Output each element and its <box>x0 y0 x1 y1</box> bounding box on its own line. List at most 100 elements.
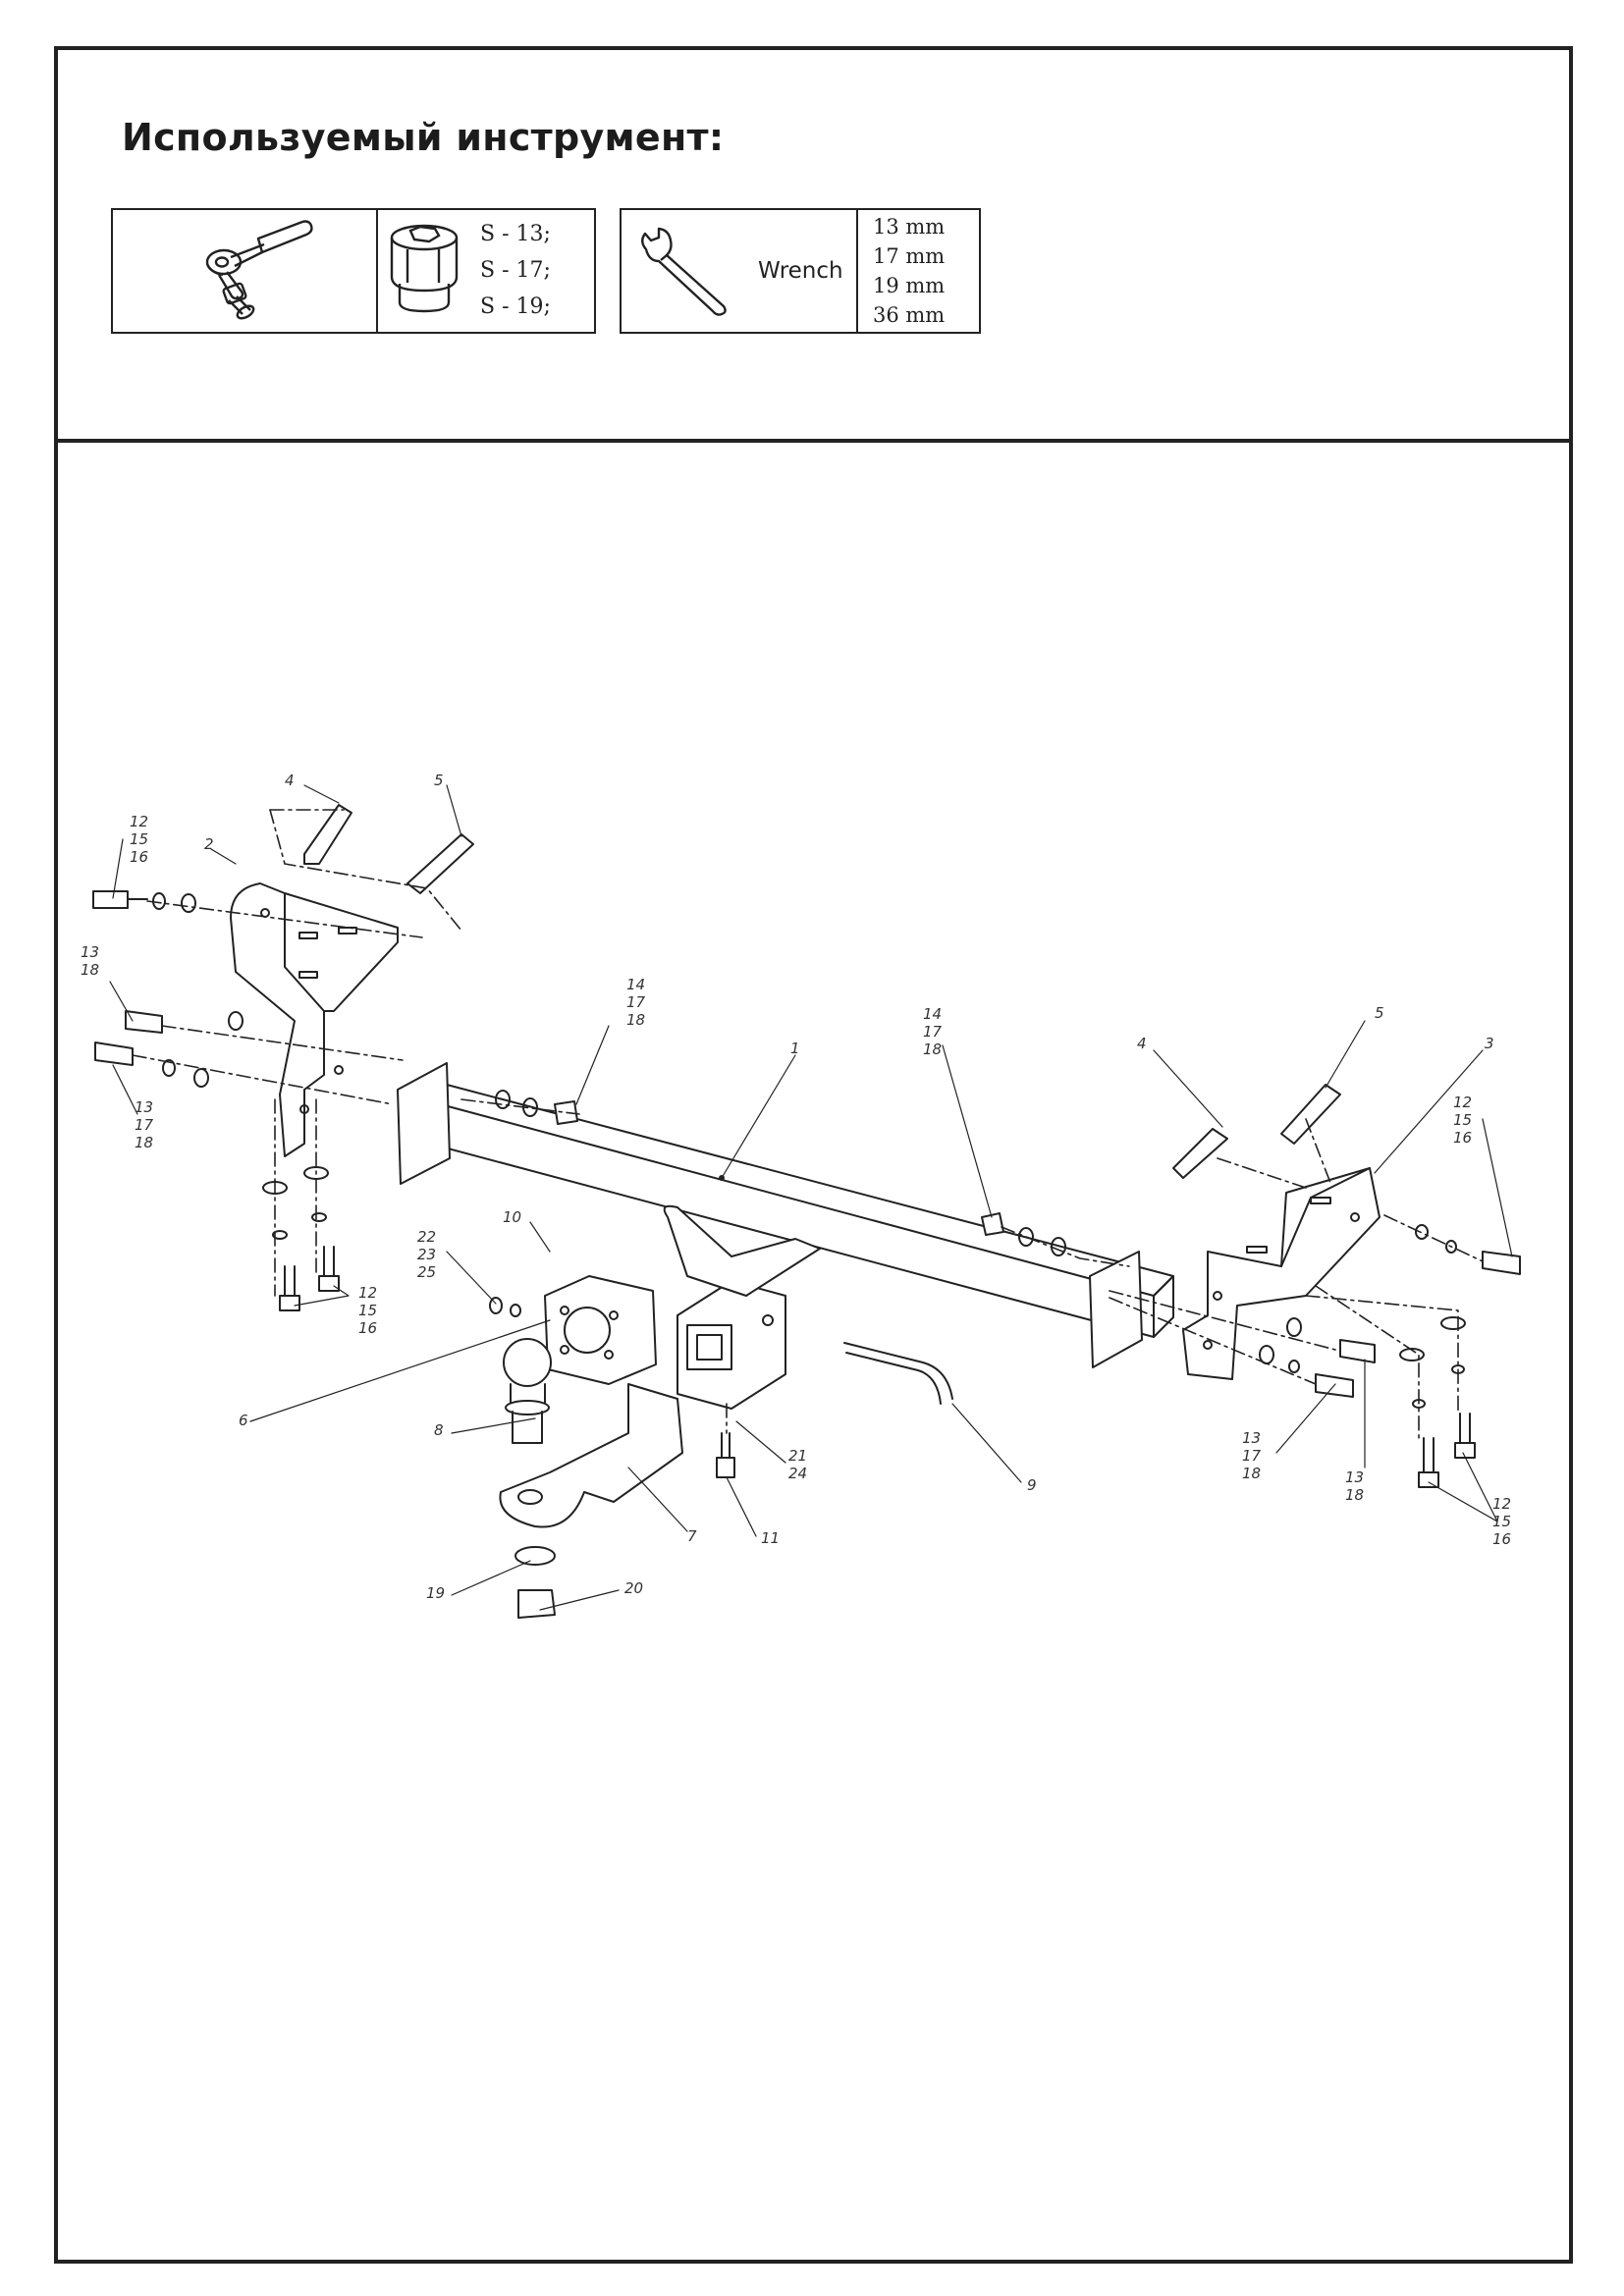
svg-text:16: 16 <box>1492 1530 1511 1548</box>
svg-text:13: 13 <box>1242 1429 1261 1447</box>
callout-10: 10 <box>503 1208 521 1226</box>
fasteners-left <box>92 890 578 1317</box>
svg-text:16: 16 <box>1453 1129 1472 1147</box>
svg-text:12: 12 <box>1453 1094 1472 1111</box>
wrench-sizes: 13 mm 17 mm 19 mm 36 mm <box>873 212 945 330</box>
callout-12-top-left: 12 15 16 <box>130 813 148 866</box>
svg-text:17: 17 <box>135 1116 154 1134</box>
callout-5b: 5 <box>1375 1004 1384 1022</box>
wrench-size-19: 19 mm <box>873 274 946 297</box>
right-bracket <box>1182 1167 1380 1380</box>
wrench-cell: Wrench <box>622 210 858 332</box>
svg-text:13: 13 <box>135 1098 153 1116</box>
plate-4-left <box>303 804 352 865</box>
callout-13-right-lower: 13 17 18 <box>1242 1429 1262 1482</box>
callout-1: 1 <box>790 1040 800 1057</box>
svg-text:18: 18 <box>135 1134 153 1151</box>
leader-lines <box>109 784 1513 1611</box>
svg-text:16: 16 <box>358 1319 377 1337</box>
svg-text:12: 12 <box>358 1284 377 1302</box>
crossbar <box>397 1062 1174 1368</box>
callout-6: 6 <box>239 1412 248 1429</box>
wrench-size-13: 13 mm <box>873 215 946 239</box>
svg-text:17: 17 <box>626 993 646 1011</box>
socket-sizes: S - 13; S - 17; S - 19; <box>480 216 551 325</box>
callout-12-bottom-right: 12 15 16 <box>1492 1495 1511 1548</box>
svg-text:13: 13 <box>81 943 99 961</box>
svg-text:18: 18 <box>1345 1486 1364 1504</box>
callout-4b: 4 <box>1137 1035 1147 1052</box>
page-frame <box>54 46 1573 2264</box>
callout-2: 2 <box>204 835 214 853</box>
callout-8: 8 <box>434 1421 444 1439</box>
svg-text:21: 21 <box>788 1447 807 1465</box>
svg-text:24: 24 <box>788 1465 807 1482</box>
callout-4a: 4 <box>285 772 295 789</box>
svg-text:18: 18 <box>626 1011 645 1029</box>
svg-text:18: 18 <box>923 1041 942 1058</box>
svg-text:18: 18 <box>81 961 99 979</box>
receiver-hitch <box>663 1204 821 1410</box>
wrench-size-17: 17 mm <box>873 244 946 268</box>
svg-text:13: 13 <box>1345 1468 1364 1486</box>
svg-text:15: 15 <box>358 1302 377 1319</box>
callout-labels: 1 2 3 4 4 5 5 6 7 8 9 10 11 19 20 12 15 … <box>81 772 1511 1602</box>
wrench-tools-table: Wrench 13 mm 17 mm 19 mm 36 mm <box>620 208 981 334</box>
wrench-label: Wrench <box>758 258 843 284</box>
callout-13-left-lower: 13 17 18 <box>135 1098 154 1151</box>
nut-20 <box>517 1589 556 1619</box>
plate-5-right <box>1280 1084 1341 1145</box>
wrench-size-36: 36 mm <box>873 303 946 327</box>
page-title: Используемый инструмент: <box>122 116 725 159</box>
section-divider <box>54 439 1573 443</box>
ratchet-wrench-icon <box>205 220 313 320</box>
svg-text:12: 12 <box>130 813 148 830</box>
socket-size-19: S - 19; <box>480 294 551 319</box>
svg-text:14: 14 <box>626 976 645 993</box>
fasteners-right <box>716 1212 1521 1488</box>
pin-9 <box>843 1342 953 1405</box>
svg-text:16: 16 <box>130 848 148 866</box>
plate-5-left <box>406 833 474 894</box>
callout-14-right: 14 17 18 <box>923 1005 943 1058</box>
ratchet-cell <box>113 210 378 332</box>
callout-9: 9 <box>1027 1476 1037 1494</box>
socket-plate <box>544 1275 657 1385</box>
socket-cell: S - 13; S - 17; S - 19; <box>378 210 594 332</box>
left-bracket <box>230 882 399 1157</box>
callout-12-bottom-left: 12 15 16 <box>358 1284 377 1337</box>
svg-text:25: 25 <box>417 1263 436 1281</box>
callout-5a: 5 <box>434 772 444 789</box>
svg-text:17: 17 <box>923 1023 943 1041</box>
callout-3: 3 <box>1485 1035 1494 1052</box>
ball-mount <box>499 1383 683 1528</box>
socket-tools-table: S - 13; S - 17; S - 19; <box>111 208 596 334</box>
socket-size-13: S - 13; <box>480 222 551 246</box>
callout-19: 19 <box>426 1584 445 1602</box>
svg-text:17: 17 <box>1242 1447 1262 1465</box>
plate-4-right <box>1172 1128 1228 1179</box>
callout-13-left-upper: 13 18 <box>81 943 99 979</box>
callout-11: 11 <box>761 1529 780 1547</box>
tow-ball <box>503 1338 552 1444</box>
callout-14-left: 14 17 18 <box>626 976 646 1029</box>
svg-text:23: 23 <box>417 1246 436 1263</box>
callout-13-right-mid: 13 18 <box>1345 1468 1364 1504</box>
svg-text:14: 14 <box>923 1005 942 1023</box>
callout-21-24: 21 24 <box>788 1447 807 1482</box>
callout-7: 7 <box>687 1527 697 1545</box>
svg-text:15: 15 <box>130 830 148 848</box>
callout-20: 20 <box>624 1579 643 1597</box>
svg-text:12: 12 <box>1492 1495 1511 1513</box>
callout-12-right: 12 15 16 <box>1453 1094 1472 1147</box>
callout-22-23-25: 22 23 25 <box>417 1228 436 1281</box>
svg-text:15: 15 <box>1453 1111 1472 1129</box>
open-end-wrench-icon <box>641 227 727 316</box>
socket-size-17: S - 17; <box>480 258 551 283</box>
washer-19 <box>514 1546 556 1566</box>
assembly-lines <box>132 809 1484 1439</box>
svg-text:22: 22 <box>417 1228 436 1246</box>
svg-text:15: 15 <box>1492 1513 1511 1530</box>
svg-text:18: 18 <box>1242 1465 1261 1482</box>
